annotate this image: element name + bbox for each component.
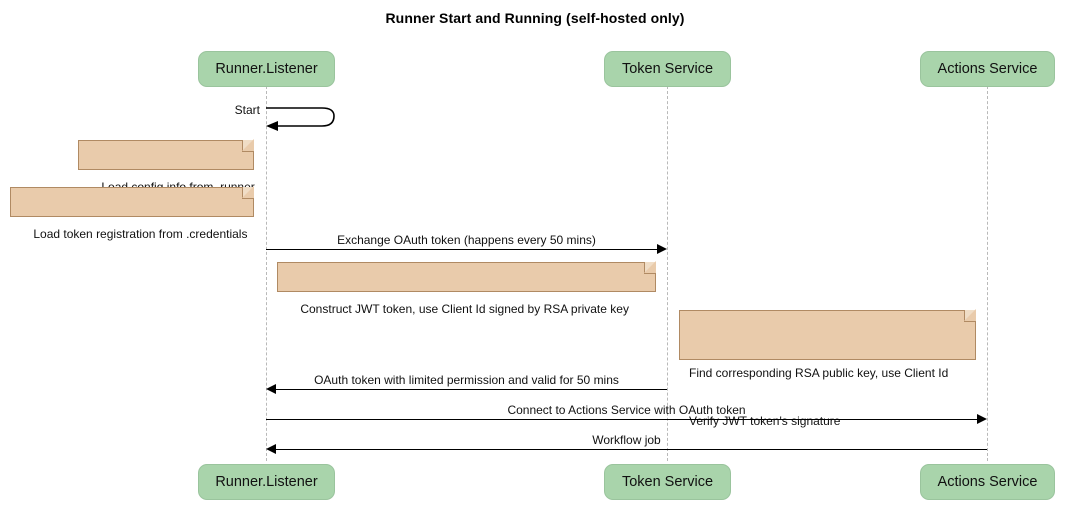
- participant-actions-service-top[interactable]: Actions Service: [920, 51, 1055, 87]
- arrowhead-right-icon: [977, 414, 987, 424]
- self-message-label-start: Start: [234, 103, 260, 117]
- page-title: Runner Start and Running (self-hosted on…: [385, 10, 685, 26]
- message-label-connect-actions-service: Connect to Actions Service with OAuth to…: [507, 403, 746, 417]
- participant-label: Runner.Listener: [215, 474, 318, 490]
- participant-label: Actions Service: [937, 474, 1038, 490]
- note-dogear-icon: [964, 309, 976, 322]
- arrowhead-right-icon: [657, 244, 667, 254]
- note-text-line-2: Verify JWT token's signature: [689, 414, 841, 428]
- participant-runner-listener-top[interactable]: Runner.Listener: [198, 51, 335, 87]
- note-text: Construct JWT token, use Client Id signe…: [300, 302, 629, 316]
- participant-token-service-top[interactable]: Token Service: [604, 51, 731, 87]
- note-text: Load token registration from .credential…: [33, 227, 248, 241]
- participant-runner-listener-bottom[interactable]: Runner.Listener: [198, 464, 335, 500]
- note-load-token-registration: Load token registration from .credential…: [10, 186, 254, 241]
- participant-label: Token Service: [621, 61, 714, 77]
- message-line-exchange-oauth-token: [266, 249, 657, 250]
- lifeline-actions-service: [987, 86, 988, 461]
- self-message-loop-start: [264, 104, 344, 132]
- message-line-oauth-token-return: [276, 389, 667, 390]
- note-dogear-icon: [242, 186, 254, 199]
- participant-actions-service-bottom[interactable]: Actions Service: [920, 464, 1055, 500]
- note-text-line-1: Find corresponding RSA public key, use C…: [689, 366, 949, 380]
- arrowhead-left-icon: [266, 384, 276, 394]
- message-line-connect-actions-service: [266, 419, 977, 420]
- note-construct-jwt-token: Construct JWT token, use Client Id signe…: [277, 261, 656, 316]
- message-line-workflow-job: [276, 449, 987, 450]
- message-label-oauth-token-return: OAuth token with limited permission and …: [314, 373, 619, 387]
- message-label-workflow-job: Workflow job: [592, 433, 661, 447]
- arrowhead-left-icon: [266, 444, 276, 454]
- participant-label: Runner.Listener: [215, 61, 318, 77]
- note-dogear-icon: [644, 261, 656, 274]
- lifeline-token-service: [667, 86, 668, 461]
- participant-label: Token Service: [621, 474, 714, 490]
- note-verify-jwt: Find corresponding RSA public key, use C…: [679, 309, 976, 428]
- participant-label: Actions Service: [937, 61, 1038, 77]
- message-label-exchange-oauth-token: Exchange OAuth token (happens every 50 m…: [337, 233, 596, 247]
- lifeline-runner-listener: [266, 86, 267, 461]
- note-load-config: Load config info from .runner: [78, 139, 255, 194]
- participant-token-service-bottom[interactable]: Token Service: [604, 464, 731, 500]
- note-dogear-icon: [242, 139, 254, 152]
